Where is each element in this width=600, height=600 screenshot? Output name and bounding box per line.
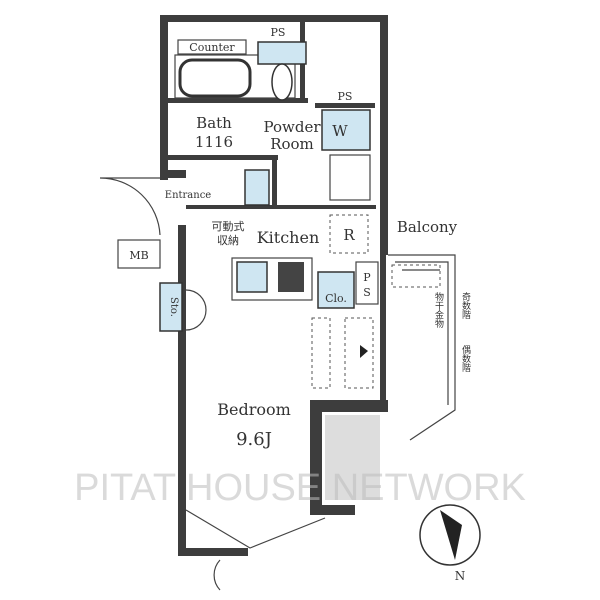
label-movable-storage: 可動式 (212, 219, 245, 233)
label-mb: MB (129, 249, 148, 262)
label-ps-top: PS (271, 26, 286, 39)
balcony-rail (388, 254, 456, 441)
watermark: PITAT HOUSE NETWORK (74, 467, 526, 509)
window-door[interactable] (213, 559, 221, 591)
label-ps-kitchen-p: P (363, 271, 371, 284)
walls (160, 15, 388, 556)
bath-outline (174, 54, 296, 99)
closet (317, 271, 355, 309)
label-powder: Powder (263, 118, 321, 136)
label-even-floor: 偶数階 (460, 344, 471, 373)
counter-outline (177, 39, 247, 55)
label-compass-n: N (455, 569, 466, 583)
label-bedroom: Bedroom (217, 400, 291, 419)
label-entrance: Entrance (165, 190, 212, 201)
ps-shaft-top (257, 41, 307, 65)
kitchen-counter (231, 257, 313, 301)
arrow-icon (360, 345, 368, 358)
compass (419, 504, 481, 566)
toilet-icon (271, 63, 293, 101)
closet-swing-area (311, 317, 331, 389)
sink (236, 261, 268, 293)
sliding-door-area (344, 317, 374, 389)
mb-box (117, 239, 161, 269)
label-ps-kitchen-s: S (363, 286, 371, 299)
bathtub (178, 58, 252, 98)
sto-door[interactable] (185, 289, 207, 331)
label-laundry-hardware: 物干金物 (433, 291, 444, 329)
label-bath: Bath (196, 114, 232, 132)
shaft (325, 415, 380, 500)
label-room: Room (270, 135, 314, 153)
label-closet: Clo. (325, 292, 347, 305)
fridge-space (329, 214, 369, 254)
ps-kitchen-box (355, 261, 379, 305)
label-odd-floor: 奇数階 (460, 291, 471, 320)
stove-icon (278, 262, 304, 292)
label-movable-storage-2: 収納 (217, 234, 239, 247)
outdoor-unit-space (391, 264, 441, 288)
label-counter: Counter (189, 41, 235, 54)
entrance-door[interactable] (99, 177, 161, 236)
compass-needle-icon (440, 510, 462, 560)
shoe-storage (244, 169, 270, 206)
label-sto: Sto. (168, 297, 179, 317)
sto-storage (159, 282, 183, 332)
label-kitchen: Kitchen (257, 228, 320, 247)
label-bedroom-size: 9.6J (236, 429, 272, 450)
washer-space (321, 109, 371, 151)
label-washer: W (332, 122, 348, 140)
label-balcony: Balcony (397, 218, 458, 236)
label-fridge: R (343, 226, 355, 244)
bay-window (185, 509, 326, 549)
label-ps-right: PS (338, 90, 353, 103)
vanity (329, 154, 371, 201)
label-bath-size: 1116 (195, 133, 233, 151)
